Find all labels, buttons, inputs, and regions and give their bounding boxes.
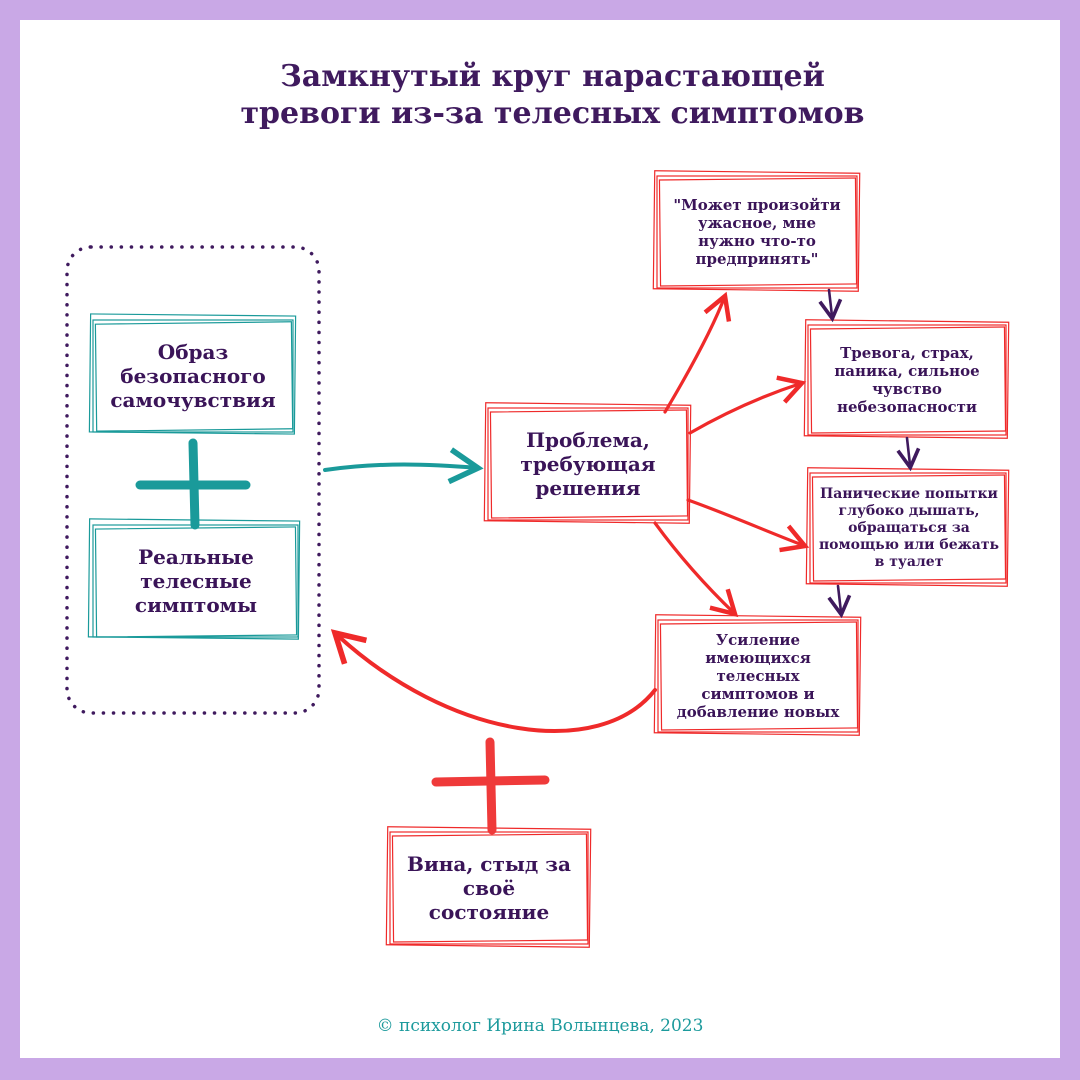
title-line-2: тревоги из-за телесных симптомов (240, 96, 865, 131)
node-attempts: Панические попытки глубоко дышать, обращ… (818, 485, 1000, 570)
arrow-problem-to-amplification (653, 521, 739, 618)
node-amplification: Усиление имеющихся телесных симптомов и … (676, 631, 840, 721)
node-real-symptoms: Реальные телесные симптомы (134, 545, 258, 617)
node-safe-image: Образ безопасного самочувствия (110, 340, 276, 412)
page-title: Замкнутый круг нарастающей тревоги из-за… (120, 58, 985, 132)
node-problem: Проблема, требующая решения (520, 428, 656, 500)
box-frame-thought (652, 170, 861, 292)
box-frame-safe-image (88, 313, 297, 435)
arrow-attempts-to-amplification (827, 584, 852, 619)
arrow-problem-to-anxiety (688, 375, 807, 435)
plus-icon-teal (135, 438, 251, 530)
node-guilt: Вина, стыд за своё состояние (407, 852, 571, 924)
plus-icon-red (431, 737, 550, 835)
node-anxiety: Тревога, страх, паника, сильное чувство … (834, 344, 980, 416)
box-frame-problem (483, 402, 692, 524)
arrow-problem-to-thought (663, 291, 732, 414)
group-dotted-outline (65, 245, 321, 715)
box-frame-amplification (653, 614, 862, 736)
arrow-group-to-problem (323, 447, 484, 485)
node-thought: "Может произойти ужасное, мне нужно что-… (673, 196, 841, 268)
canvas (20, 20, 1060, 1058)
arrow-problem-to-attempts (686, 498, 810, 553)
arrow-anxiety-to-attempts (896, 436, 921, 472)
title-line-1: Замкнутый круг нарастающей (280, 59, 825, 94)
arrow-thought-to-anxiety (818, 288, 843, 323)
copyright-footer: © психолог Ирина Волынцева, 2023 (376, 1016, 704, 1036)
arrow-amplification-to-group (330, 629, 657, 733)
